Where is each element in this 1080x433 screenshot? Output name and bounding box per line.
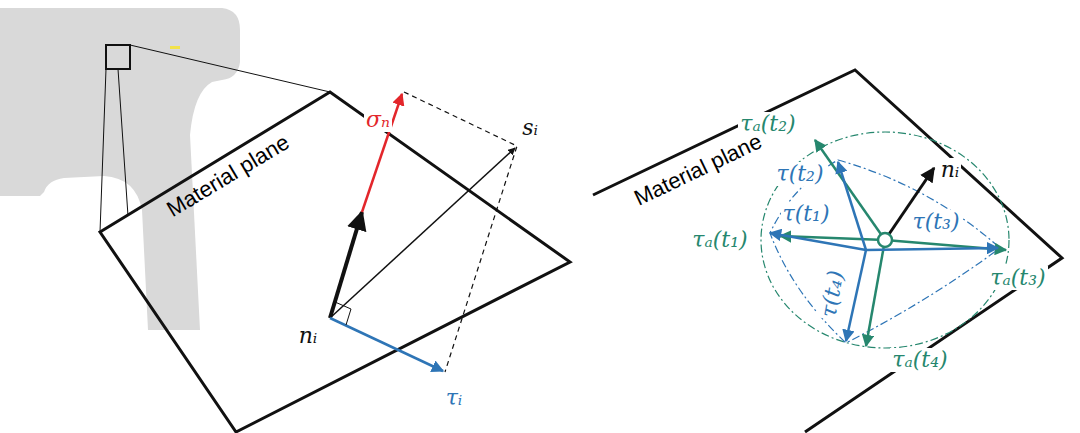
vector-label: nᵢ: [939, 158, 962, 182]
shear-vector: [330, 318, 443, 371]
vector-label: τ(t₁): [781, 202, 832, 226]
amplitude-circle: [761, 132, 1009, 348]
zoom-square: [106, 45, 130, 69]
vector-label: σₙ: [364, 108, 392, 132]
origin-circle: [878, 233, 892, 247]
vector-label: τₐ(t₁): [690, 228, 749, 252]
vector-label: τₐ(t₄): [890, 348, 949, 372]
normal-stress-vector: [362, 94, 402, 212]
vector-label: τᵢ: [444, 386, 465, 410]
dashed-construction: [404, 92, 517, 372]
vector-label: τ(t₄): [816, 267, 849, 321]
shear-path: [770, 160, 1000, 343]
plane-label: Material plane: [630, 129, 765, 210]
vector-label: τ(t₃): [911, 210, 962, 234]
right-angle-mark: [335, 302, 351, 325]
vector-label: sᵢ: [520, 116, 540, 140]
leader-line: [130, 45, 330, 92]
shear-vectors: [770, 162, 998, 341]
material-plane: [593, 70, 1062, 432]
yellow-mark: [170, 46, 180, 49]
vector-label: τₐ(t₃): [988, 266, 1047, 290]
vector-label: τ(t₂): [775, 162, 826, 186]
leader-line: [100, 69, 106, 232]
stress-vector: [330, 148, 515, 318]
vector-label: nᵢ: [297, 324, 320, 348]
vector-label: τₐ(t₂): [738, 112, 797, 136]
material-plane: [100, 92, 570, 432]
normal-vector: [330, 212, 362, 318]
leader-line: [118, 69, 128, 216]
